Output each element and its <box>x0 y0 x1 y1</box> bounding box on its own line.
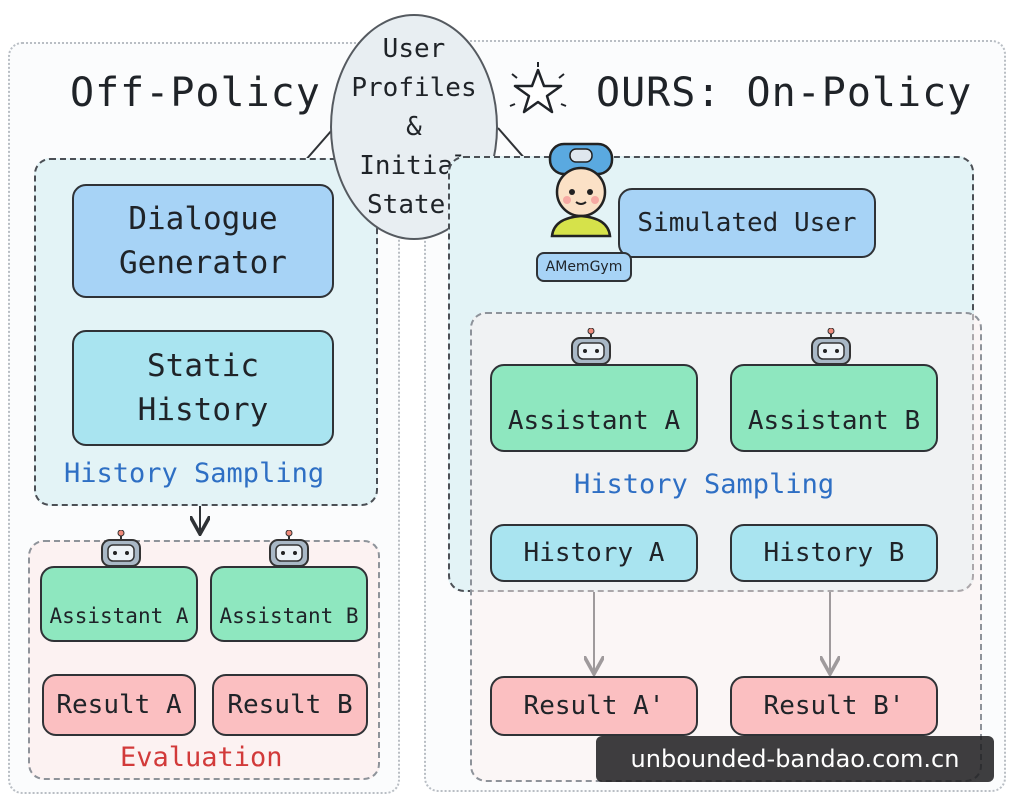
assistant-b-box-left: Assistant B <box>210 566 368 642</box>
history-sampling-label-right: History Sampling <box>574 469 835 500</box>
result-a-prime-box: Result A' <box>490 676 698 736</box>
evaluation-label-left: Evaluation <box>120 742 283 773</box>
result-b-prime-box: Result B' <box>730 676 938 736</box>
assistant-b-box-right: Assistant B <box>730 364 938 452</box>
dialogue-generator-box: Dialogue Generator <box>72 184 334 298</box>
star-icon <box>509 62 567 114</box>
assistant-a-box-left: Assistant A <box>40 566 198 642</box>
history-b-box: History B <box>730 524 938 582</box>
watermark: unbounded-bandao.com.cn <box>596 736 994 782</box>
assistant-a-box-right: Assistant A <box>490 364 698 452</box>
result-b-box-left: Result B <box>212 674 368 736</box>
result-a-box-left: Result A <box>42 674 196 736</box>
history-sampling-label-left: History Sampling <box>64 458 325 489</box>
simulated-user-box: Simulated User <box>618 188 876 258</box>
on-policy-title: OURS: On-Policy <box>596 70 973 116</box>
static-history-box: Static History <box>72 330 334 446</box>
off-policy-title: Off-Policy <box>70 70 321 116</box>
simulated-user-avatar-icon <box>548 142 614 238</box>
amemgym-badge: AMemGym <box>536 252 632 282</box>
history-a-box: History A <box>490 524 698 582</box>
